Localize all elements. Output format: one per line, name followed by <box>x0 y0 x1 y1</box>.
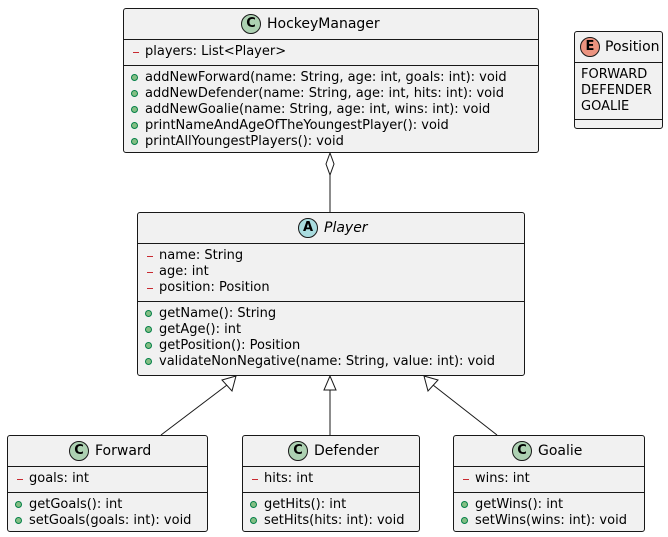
enum-values-section: FORWARD DEFENDER GOALIE <box>575 63 662 120</box>
class-stereotype-icon: C <box>512 441 532 461</box>
enum-value: DEFENDER <box>581 83 652 98</box>
enum-header: E Position <box>575 32 662 63</box>
public-method: setGoals(goals: int): void <box>8 513 207 529</box>
private-field: wins: int <box>454 471 644 487</box>
public-method: getPosition(): Position <box>138 338 524 354</box>
class-header: A Player <box>138 213 524 244</box>
public-method: getHits(): int <box>243 497 419 513</box>
private-field: age: int <box>138 264 524 280</box>
public-method: setWins(wins: int): void <box>454 513 644 529</box>
class-name: Player <box>324 220 368 236</box>
fields-section: name: String age: int position: Position <box>138 244 524 302</box>
abstract-stereotype-icon: A <box>298 218 318 238</box>
enum-name: Position <box>605 39 660 55</box>
methods-section: getHits(): int setHits(hits: int): void <box>243 493 419 534</box>
class-header: C HockeyManager <box>124 9 538 40</box>
fields-section: players: List<Player> <box>124 40 538 66</box>
class-defender[interactable]: C Defender hits: int getHits(): int setH… <box>242 435 420 532</box>
private-field: goals: int <box>8 471 207 487</box>
class-goalie[interactable]: C Goalie wins: int getWins(): int setWin… <box>453 435 645 532</box>
public-method: getGoals(): int <box>8 497 207 513</box>
enum-stereotype-icon: E <box>580 37 600 57</box>
fields-section: goals: int <box>8 467 207 493</box>
enum-value: GOALIE <box>581 99 630 114</box>
enum-value: FORWARD <box>581 67 648 82</box>
class-name: Goalie <box>538 443 583 459</box>
public-method: printNameAndAgeOfTheYoungestPlayer(): vo… <box>124 118 538 134</box>
class-name: Defender <box>314 443 380 459</box>
class-stereotype-icon: C <box>69 441 89 461</box>
class-player[interactable]: A Player name: String age: int position:… <box>137 212 525 376</box>
public-method: addNewDefender(name: String, age: int, h… <box>124 86 538 102</box>
inheritance-edge-defender <box>323 374 337 435</box>
class-stereotype-icon: C <box>241 14 261 34</box>
public-method: addNewForward(name: String, age: int, go… <box>124 70 538 86</box>
aggregation-edge <box>325 151 335 212</box>
enum-empty-section <box>575 120 662 132</box>
class-name: HockeyManager <box>267 16 380 32</box>
fields-section: hits: int <box>243 467 419 493</box>
class-stereotype-icon: C <box>288 441 308 461</box>
methods-section: getGoals(): int setGoals(goals: int): vo… <box>8 493 207 534</box>
methods-section: getName(): String getAge(): int getPosit… <box>138 302 524 375</box>
public-method: setHits(hits: int): void <box>243 513 419 529</box>
enum-position[interactable]: E Position FORWARD DEFENDER GOALIE <box>574 31 663 129</box>
methods-section: addNewForward(name: String, age: int, go… <box>124 66 538 155</box>
inheritance-edge-forward <box>160 375 237 436</box>
class-header: C Forward <box>8 436 207 467</box>
class-name: Forward <box>95 443 152 459</box>
public-method: printAllYoungestPlayers(): void <box>124 134 538 150</box>
class-forward[interactable]: C Forward goals: int getGoals(): int set… <box>7 435 208 532</box>
methods-section: getWins(): int setWins(wins: int): void <box>454 493 644 534</box>
public-method: getWins(): int <box>454 497 644 513</box>
public-method: getAge(): int <box>138 322 524 338</box>
private-field: hits: int <box>243 471 419 487</box>
fields-section: wins: int <box>454 467 644 493</box>
public-method: addNewGoalie(name: String, age: int, win… <box>124 102 538 118</box>
private-field: name: String <box>138 248 524 264</box>
class-header: C Goalie <box>454 436 644 467</box>
class-header: C Defender <box>243 436 419 467</box>
class-hockey-manager[interactable]: C HockeyManager players: List<Player> ad… <box>123 8 539 153</box>
public-method: getName(): String <box>138 306 524 322</box>
private-field: position: Position <box>138 280 524 296</box>
private-field: players: List<Player> <box>124 44 538 60</box>
inheritance-edge-goalie <box>423 375 498 436</box>
public-method: validateNonNegative(name: String, value:… <box>138 354 524 370</box>
